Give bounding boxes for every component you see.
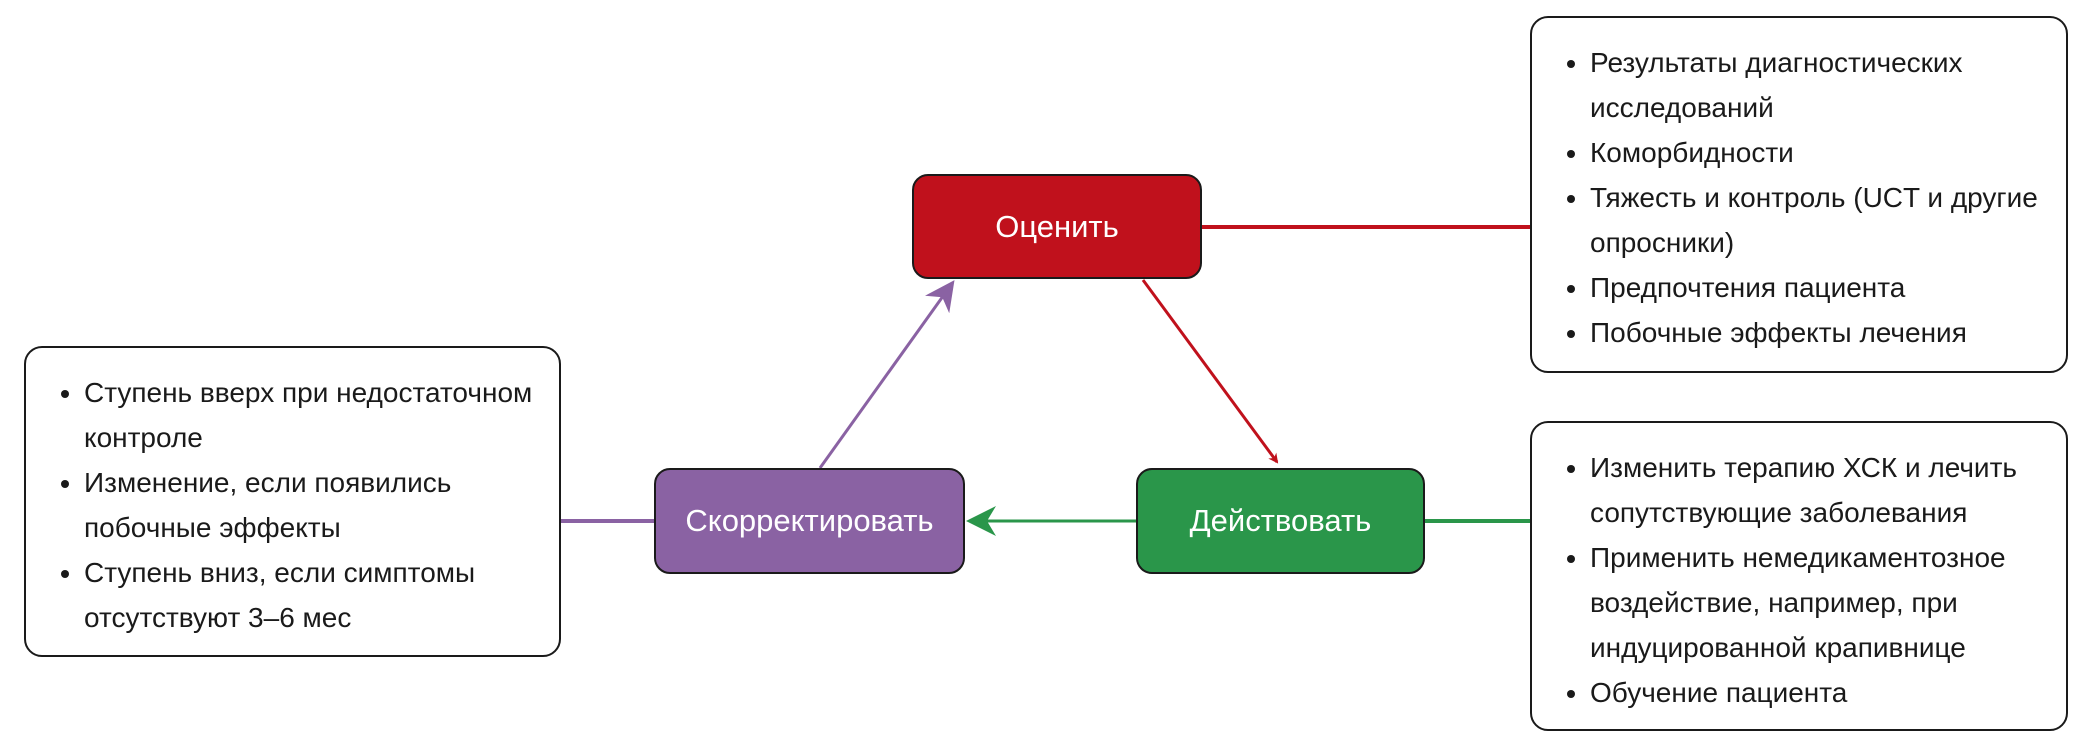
- list-item: Изменить терапию ХСК и лечить сопутствую…: [1590, 445, 2046, 535]
- adjust-details-box: Ступень вверх при недостаточном контроле…: [24, 346, 561, 657]
- list-item: Тяжесть и контроль (UCT и другие опросни…: [1590, 175, 2046, 265]
- adjust-node: Скорректировать: [654, 468, 965, 574]
- list-item: Изменение, если появились побочные эффек…: [84, 460, 539, 550]
- assess-label: Оценить: [995, 208, 1119, 244]
- list-item: Ступень вверх при недостаточном контроле: [84, 370, 539, 460]
- act-node: Действовать: [1136, 468, 1425, 574]
- assess-to-act-arrow: [1141, 279, 1279, 464]
- adjust-label: Скорректировать: [685, 503, 934, 538]
- list-item: Применить немедикаментозное воздействие,…: [1590, 535, 2046, 670]
- assess-node: Оценить: [912, 174, 1202, 279]
- list-item: Коморбидности: [1590, 130, 2046, 175]
- act-details-box: Изменить терапию ХСК и лечить сопутствую…: [1530, 421, 2068, 731]
- list-item: Предпочтения пациента: [1590, 265, 2046, 310]
- list-item: Обучение пациента: [1590, 670, 2046, 715]
- list-item: Побочные эффекты лечения: [1590, 310, 2046, 355]
- list-item: Ступень вниз, если симптомы отсутствуют …: [84, 550, 539, 640]
- list-item: Результаты диагностических исследований: [1590, 40, 2046, 130]
- assess-details-box: Результаты диагностических исследований …: [1530, 16, 2068, 373]
- act-label: Действовать: [1189, 503, 1372, 538]
- adjust-to-assess-arrow: [818, 280, 955, 469]
